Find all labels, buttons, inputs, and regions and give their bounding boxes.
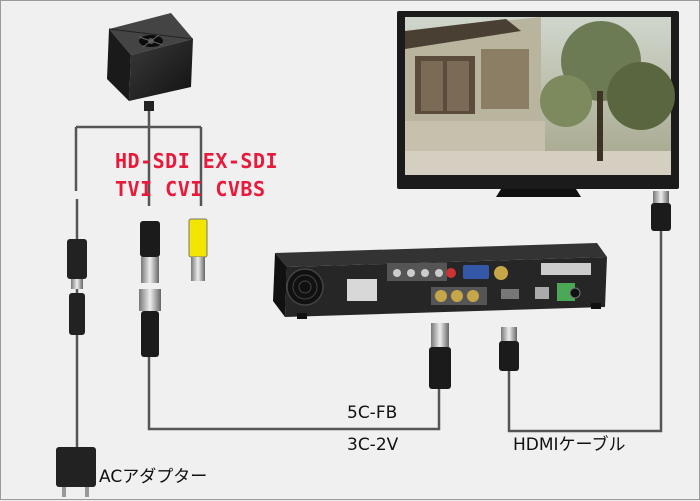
rca-connector-icon bbox=[189, 219, 207, 281]
ac-adapter-icon bbox=[56, 447, 96, 497]
hdmi-cable-label: HDMIケーブル bbox=[513, 437, 626, 454]
dc-connector-icon bbox=[67, 239, 87, 335]
bnc-connector-icon bbox=[139, 221, 161, 357]
dvr-bnc-connector-icon bbox=[429, 323, 451, 389]
coax-cable-label-1: 5C-FB bbox=[347, 405, 397, 422]
signal-types-line2: TVI CVI CVBS bbox=[115, 179, 266, 199]
monitor-icon bbox=[397, 11, 679, 197]
camera-icon bbox=[107, 13, 193, 111]
ac-adapter-label: ACアダプター bbox=[99, 469, 207, 486]
signal-types-line1: HD-SDI EX-SDI bbox=[115, 151, 278, 171]
dvr-icon bbox=[273, 243, 607, 319]
coax-cable-label-2: 3C-2V bbox=[347, 437, 398, 454]
